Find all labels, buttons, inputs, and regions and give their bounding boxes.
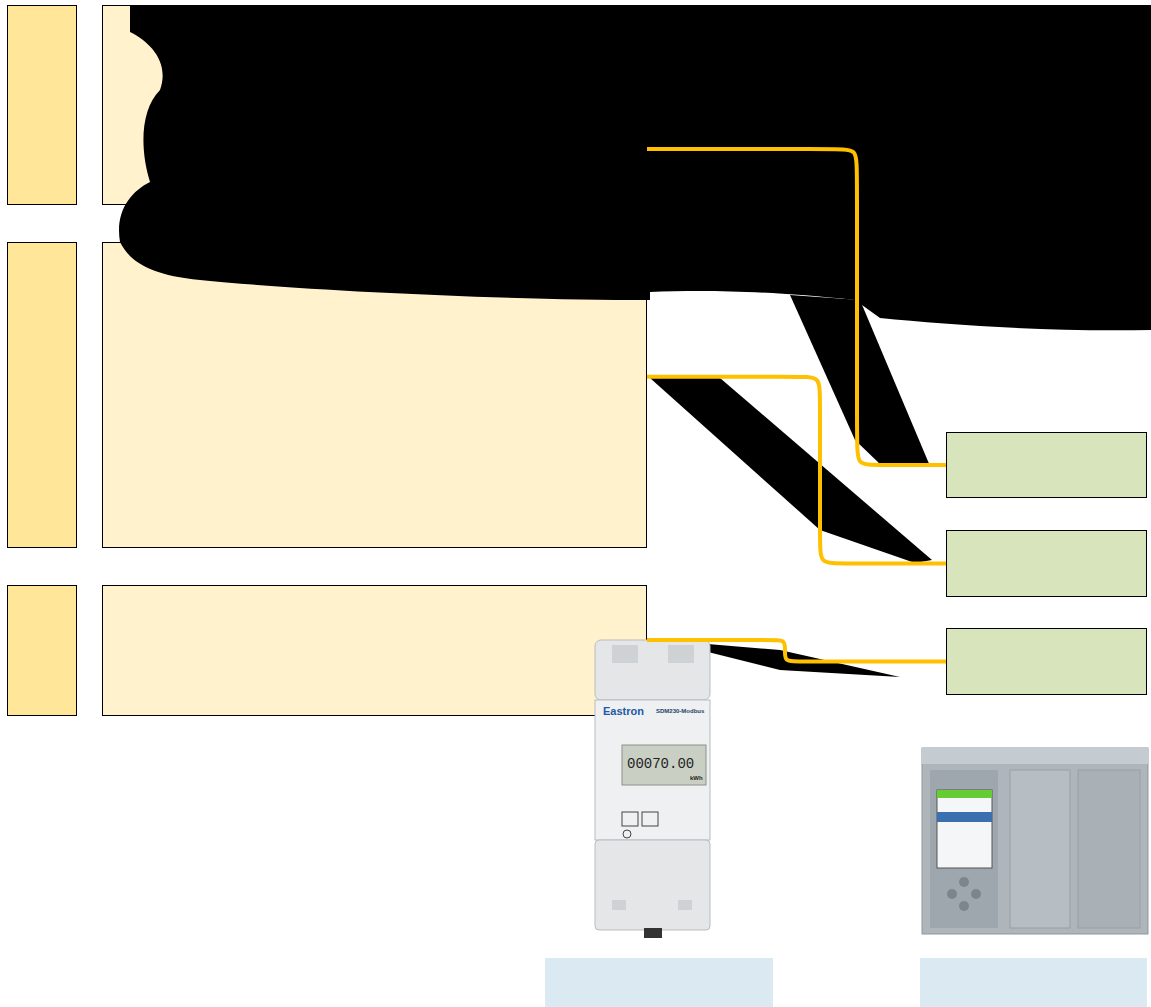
caption-box xyxy=(920,958,1147,1007)
row-tab xyxy=(7,585,77,716)
row-panel xyxy=(102,242,647,548)
row-panel xyxy=(102,585,647,716)
black-wedge xyxy=(660,640,900,677)
target-box xyxy=(946,530,1147,597)
caption-box xyxy=(545,958,773,1007)
black-wedge xyxy=(790,295,930,466)
unit-label: kWh xyxy=(690,775,703,781)
row-tab xyxy=(7,242,77,548)
connector xyxy=(647,149,946,465)
target-box xyxy=(946,432,1147,498)
model-name: SDM230-Modbus xyxy=(656,708,704,714)
row-tab xyxy=(7,5,77,205)
lcd-reading: 00070.00 xyxy=(627,757,694,771)
brand-name: Eastron xyxy=(603,706,644,717)
target-box xyxy=(946,628,1147,695)
row-panel xyxy=(102,5,647,205)
connector xyxy=(647,640,946,661)
connector xyxy=(647,377,946,564)
plc-controller xyxy=(922,748,1148,934)
black-wedge xyxy=(650,378,932,563)
